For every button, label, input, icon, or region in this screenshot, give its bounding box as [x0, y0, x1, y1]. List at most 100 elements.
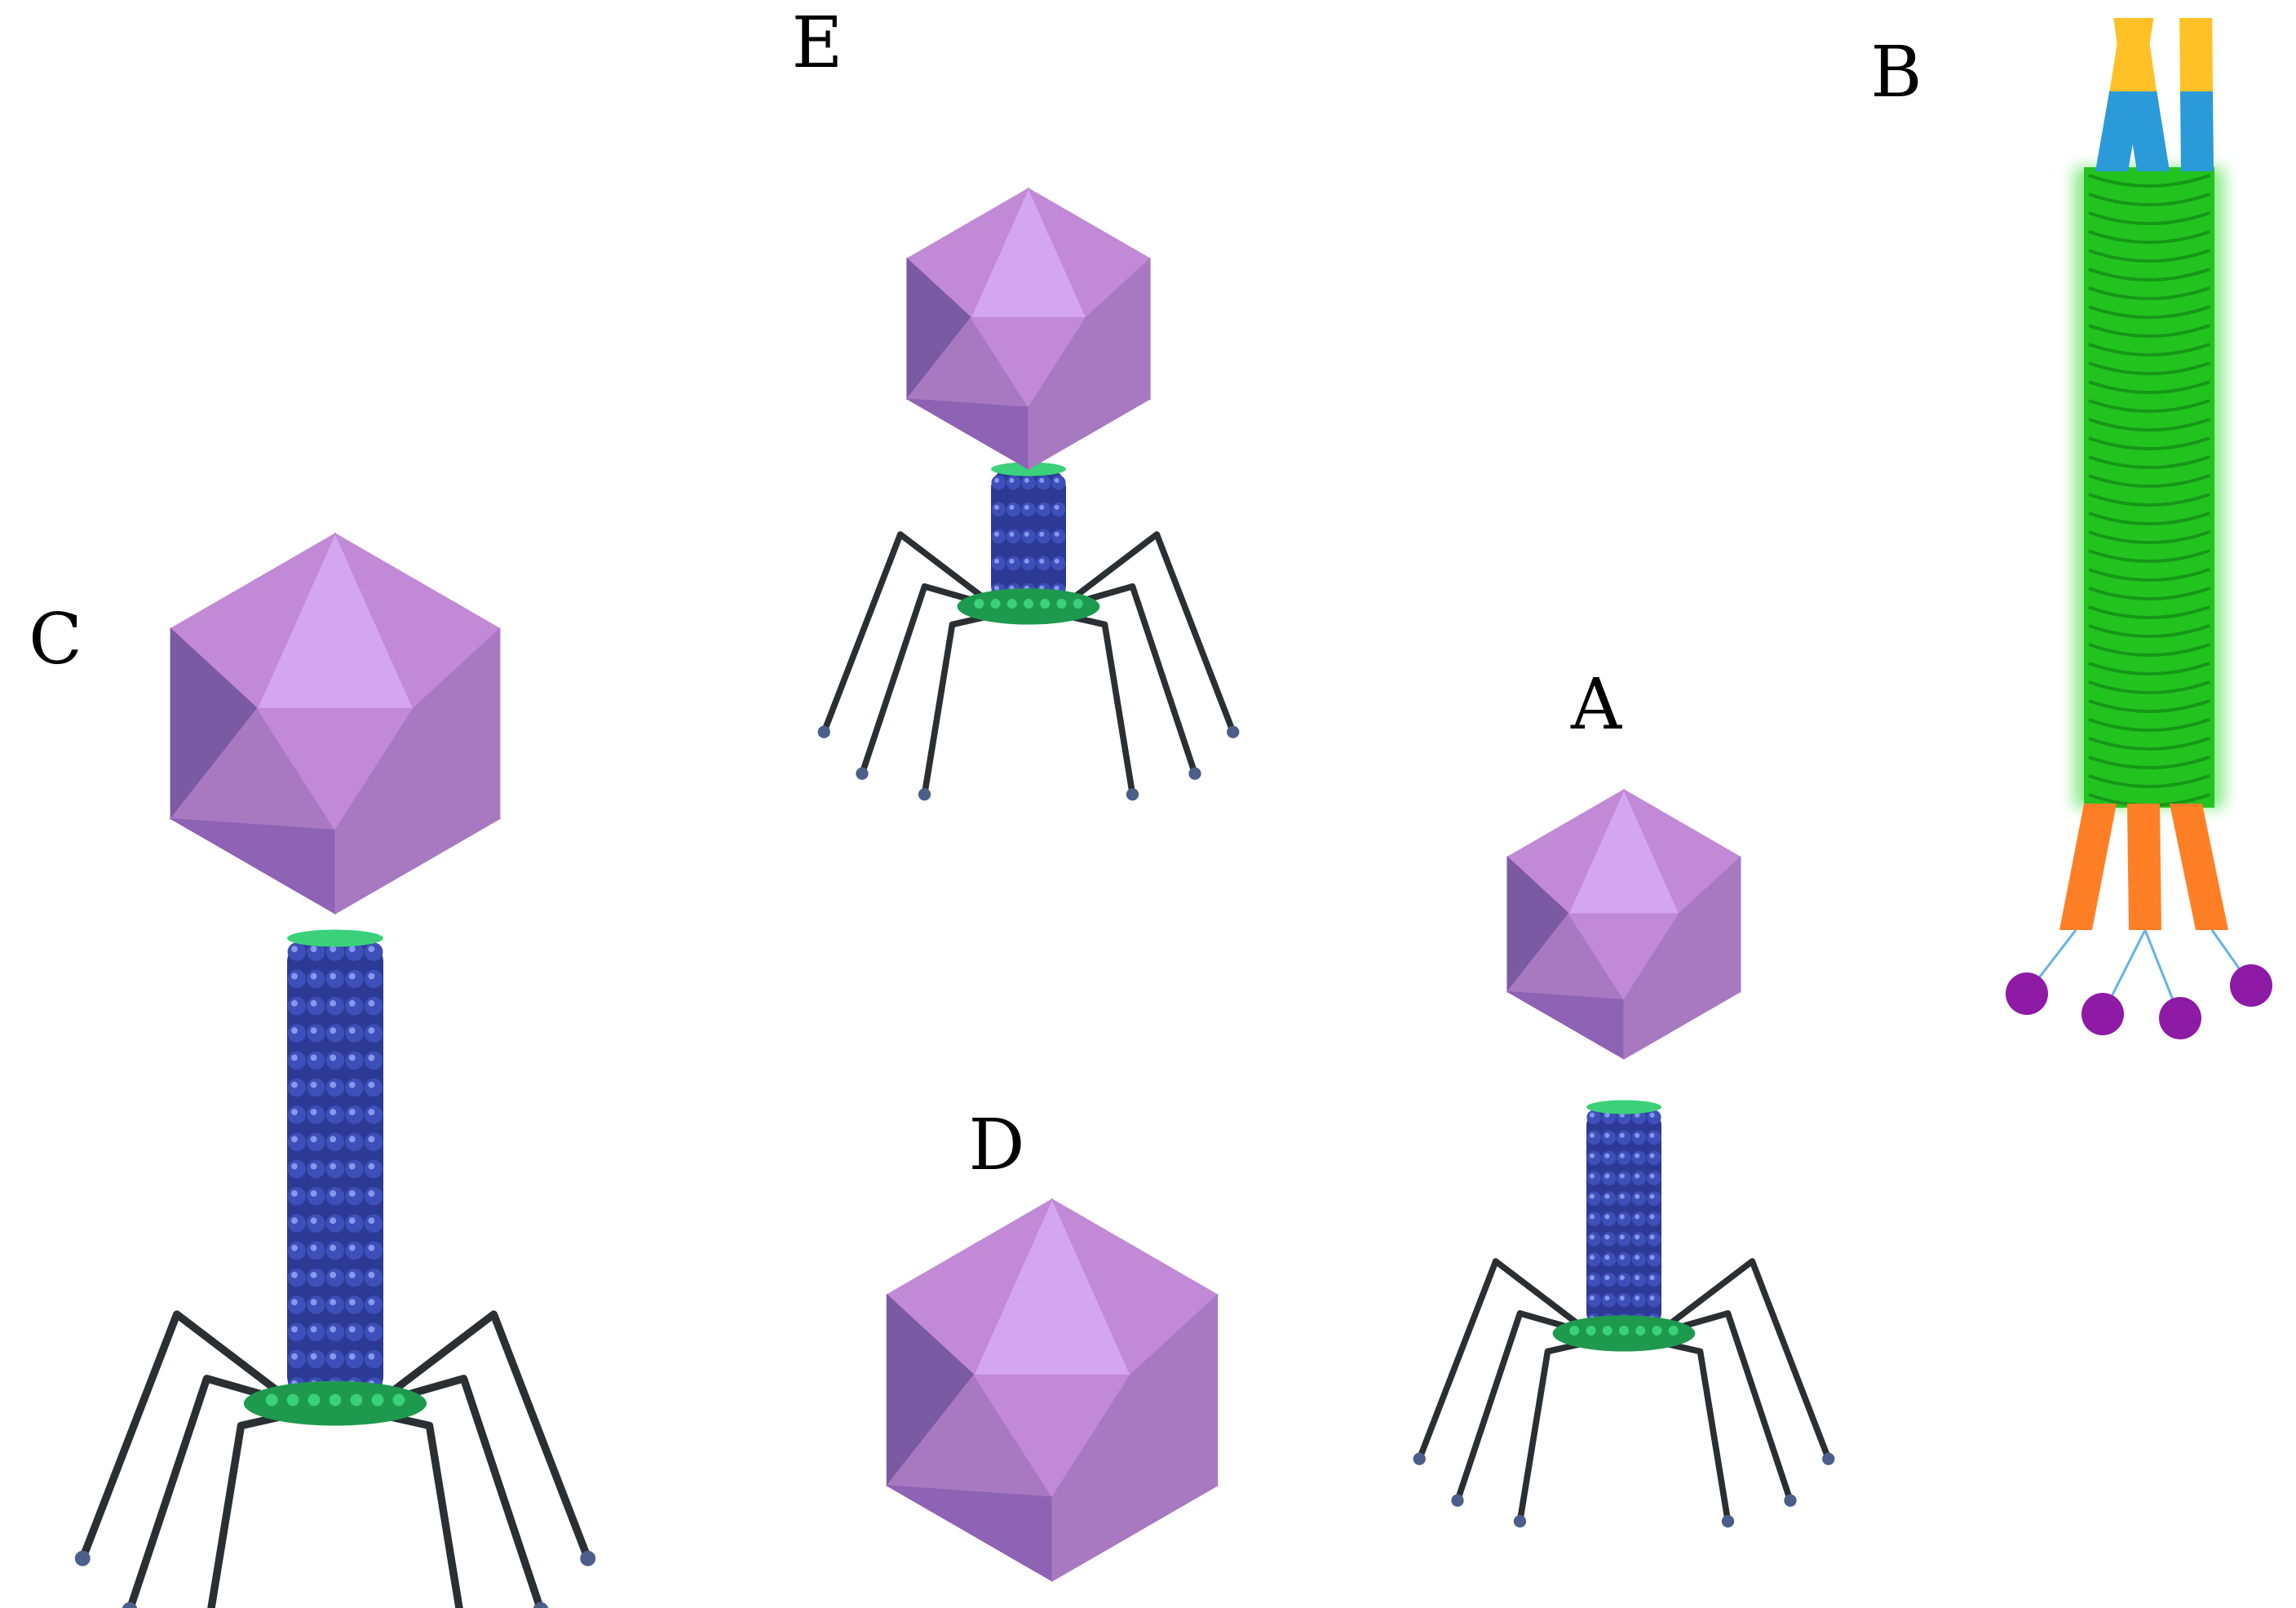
- filament-helix-stripe: [2088, 587, 2210, 600]
- tail-bead-highlight: [1604, 1173, 1610, 1179]
- tail-bead: [345, 1349, 364, 1369]
- baseplate-bead: [1619, 1326, 1629, 1336]
- tail-bead: [307, 1241, 325, 1260]
- tail-bead: [325, 1349, 345, 1369]
- tail-bead-highlight: [1635, 1234, 1640, 1240]
- tail-bead: [307, 1051, 325, 1070]
- tail-bead: [345, 1296, 364, 1314]
- tail-bead-highlight: [348, 1326, 356, 1333]
- tail-bead-highlight: [291, 1353, 298, 1360]
- tail-fiber: [78, 1310, 288, 1563]
- tail-bead-highlight: [368, 1271, 375, 1278]
- tail-bead: [287, 1132, 307, 1151]
- phage-c: [74, 532, 596, 1608]
- tail-bead-highlight: [1619, 1194, 1625, 1199]
- tail-fiber: [1641, 1336, 1732, 1525]
- tail-fiber: [1662, 1258, 1832, 1463]
- tail-bead: [1617, 1232, 1631, 1247]
- tail-bead-highlight: [1039, 504, 1045, 510]
- tail-bead: [1006, 529, 1021, 544]
- tail-bead-highlight: [1589, 1153, 1595, 1158]
- tail-bead-highlight: [1649, 1234, 1655, 1240]
- tail-bead: [287, 942, 307, 961]
- label-c: C: [29, 599, 82, 680]
- tail-bead-highlight: [1604, 1214, 1610, 1220]
- tail-bead-highlight: [368, 1299, 375, 1306]
- capsid-facet: [1130, 1293, 1219, 1487]
- tail-fiber: [1046, 609, 1136, 798]
- tail-fiber-foot: [1227, 725, 1240, 738]
- tail-bead: [325, 1296, 345, 1314]
- tail-bead-highlight: [1604, 1255, 1610, 1260]
- tail-bead: [1631, 1252, 1647, 1267]
- tail-bead: [307, 1268, 325, 1287]
- baseplate-bead: [1569, 1326, 1580, 1336]
- tail-bead: [1051, 502, 1066, 517]
- receptor-binding-domain: [2159, 997, 2201, 1039]
- tail-bead: [307, 1296, 325, 1314]
- tail-bead: [1601, 1292, 1617, 1308]
- tail-bead: [364, 1187, 383, 1206]
- tail-bead-highlight: [348, 1027, 356, 1034]
- tail-bead: [307, 1105, 325, 1124]
- tail-bead: [1586, 1212, 1601, 1226]
- tail-bead: [307, 1159, 325, 1179]
- receptor-binding-domain: [2230, 964, 2272, 1007]
- tail-bead-highlight: [310, 1136, 317, 1143]
- tail-bead-highlight: [1619, 1214, 1625, 1220]
- filament-helix-stripe: [2088, 718, 2210, 732]
- tail-bead-highlight: [330, 946, 337, 953]
- tail-fiber: [383, 1310, 592, 1563]
- tail-bead-highlight: [310, 1299, 317, 1306]
- filament-helix-stripe: [2088, 211, 2210, 225]
- tail-fiber-foot: [122, 1601, 138, 1608]
- tail-bead-highlight: [368, 1163, 375, 1170]
- tail-bead: [1617, 1272, 1631, 1287]
- tail-fiber-foot: [580, 1550, 596, 1566]
- tail-bead-highlight: [993, 585, 1000, 591]
- tail-bead: [364, 1159, 383, 1179]
- tail-bead: [1631, 1150, 1647, 1166]
- tail-bead-highlight: [1635, 1173, 1640, 1179]
- tail-bead: [364, 996, 383, 1016]
- baseplate-bead: [350, 1393, 363, 1406]
- tail-bead: [307, 1322, 325, 1342]
- tail-bead-highlight: [1604, 1295, 1610, 1301]
- tail-bead: [1647, 1292, 1661, 1308]
- tail-bead: [307, 1132, 325, 1151]
- tail-bead: [307, 1078, 325, 1097]
- tail-bead-highlight: [1619, 1153, 1625, 1158]
- tail-bead-highlight: [1649, 1275, 1655, 1281]
- label-d: D: [969, 1105, 1025, 1186]
- tail-fiber: [1067, 531, 1236, 736]
- filament-helix-stripe: [2088, 305, 2210, 319]
- capsid-facet: [1623, 990, 1741, 1061]
- tail-bead-highlight: [1649, 1194, 1655, 1199]
- tail-bead: [287, 1349, 307, 1369]
- filament-helix-stripe: [2088, 268, 2210, 281]
- tail-bead-highlight: [1054, 558, 1060, 564]
- tail-bead-highlight: [1635, 1153, 1640, 1158]
- tail-bead: [287, 1296, 307, 1314]
- tail-bead: [325, 1105, 345, 1124]
- tail-bead: [991, 502, 1006, 517]
- tail-bead: [307, 1024, 325, 1043]
- tail-bead-highlight: [348, 1109, 356, 1115]
- tail-fiber-foot: [856, 767, 869, 780]
- tail-bead-highlight: [1009, 558, 1015, 564]
- tail-bead: [1586, 1130, 1601, 1145]
- tail-fiber: [1516, 1336, 1607, 1525]
- tail-bead: [1617, 1191, 1631, 1206]
- tail-bead-highlight: [368, 972, 375, 980]
- tail-bead-highlight: [310, 1163, 317, 1170]
- tail-bead-highlight: [348, 1081, 356, 1088]
- tail-bead: [364, 942, 383, 961]
- tail-bead-highlight: [1649, 1295, 1655, 1301]
- tail-bead: [1631, 1171, 1647, 1185]
- tail-bead-highlight: [310, 1054, 317, 1061]
- tail-bead-highlight: [1635, 1132, 1640, 1138]
- tail-bead-highlight: [1635, 1295, 1640, 1301]
- tail-bead-highlight: [348, 946, 356, 953]
- tail-bead: [345, 1214, 364, 1233]
- filament-helix-stripe: [2088, 493, 2210, 507]
